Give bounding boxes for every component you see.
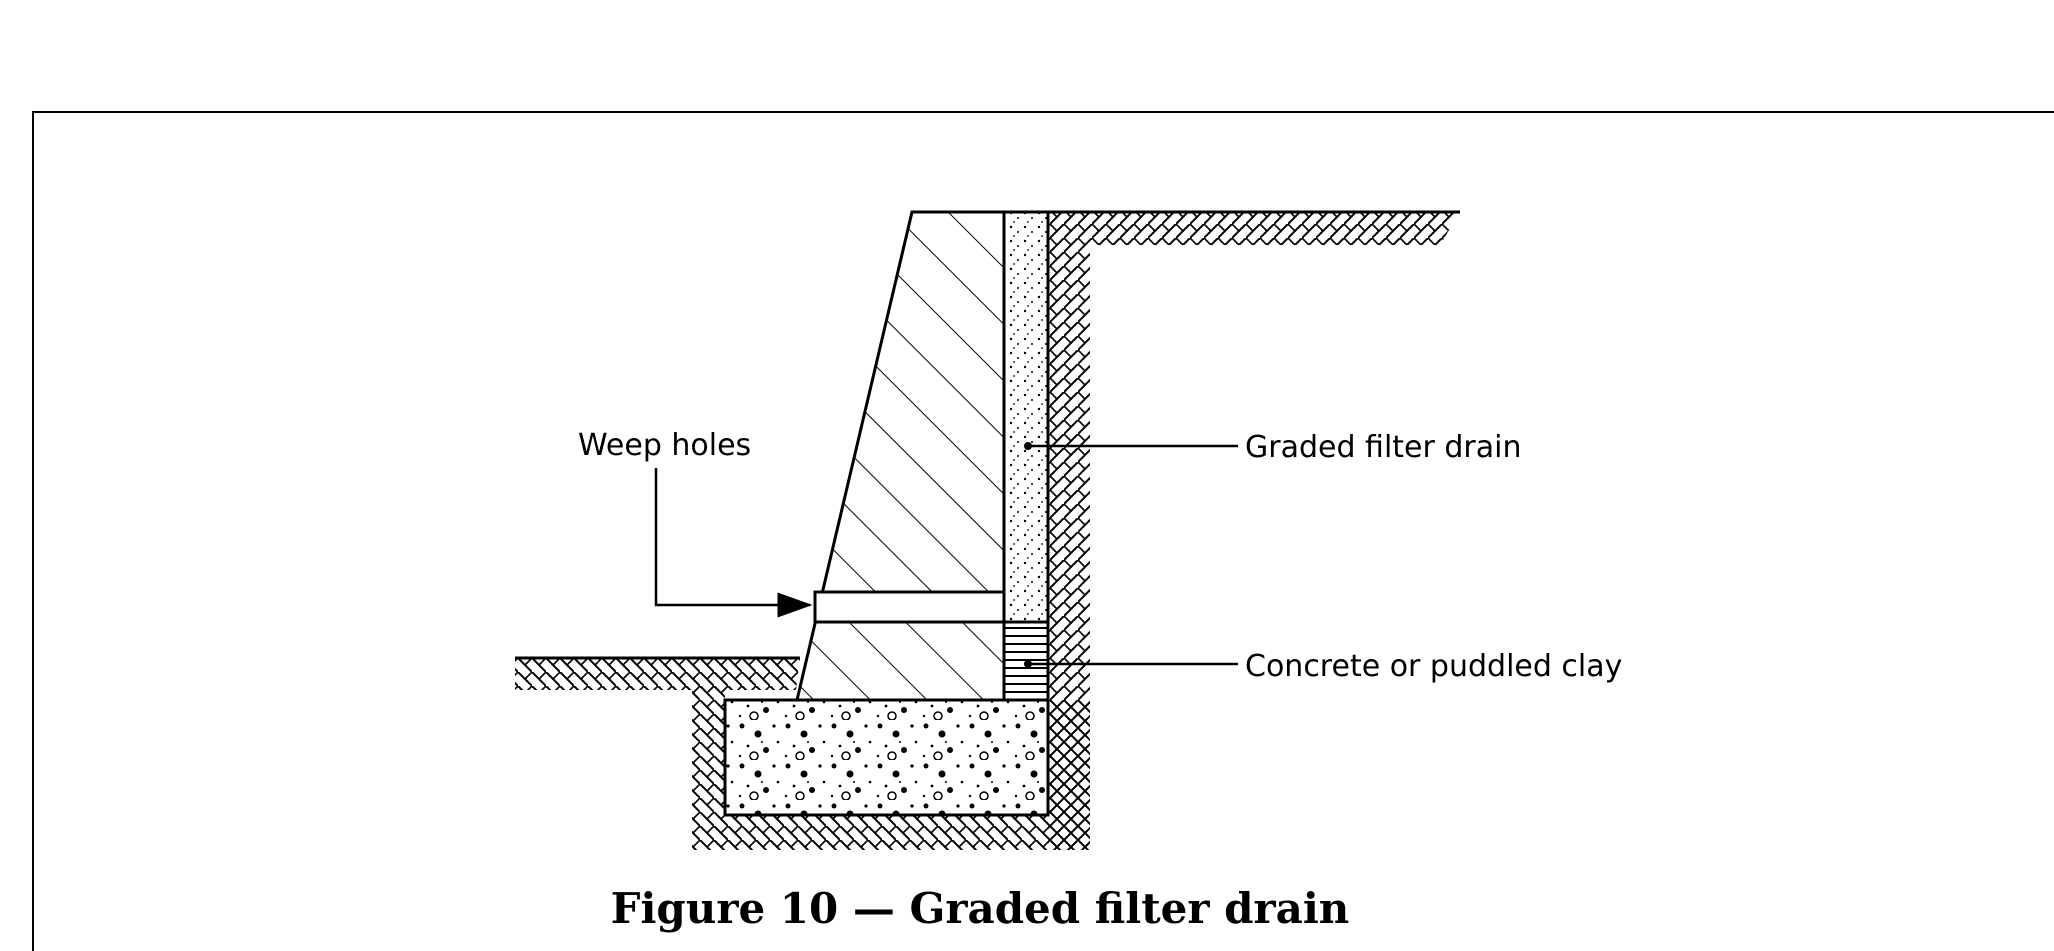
wall-stem: [795, 210, 1006, 702]
front-soil-surface: [515, 658, 800, 690]
figure-caption: Figure 10 — Graded filter drain: [610, 884, 1350, 933]
figure-frame: [32, 111, 2054, 951]
foundation-soil: [692, 685, 1090, 850]
label-weep-holes: Weep holes: [578, 428, 751, 463]
clay-leader-dot: [1024, 660, 1032, 668]
concrete-footing: [723, 698, 1050, 817]
weep-holes-leader: [654, 468, 813, 618]
weep-hole-pipe: [813, 590, 1006, 624]
label-concrete-or-puddled-clay: Concrete or puddled clay: [1245, 649, 1622, 684]
filter-drain-leader-dot: [1024, 442, 1032, 450]
graded-filter-drain: [1002, 210, 1050, 624]
retained-soil-surface: [1048, 212, 1460, 850]
label-graded-filter-drain: Graded filter drain: [1245, 430, 1521, 465]
